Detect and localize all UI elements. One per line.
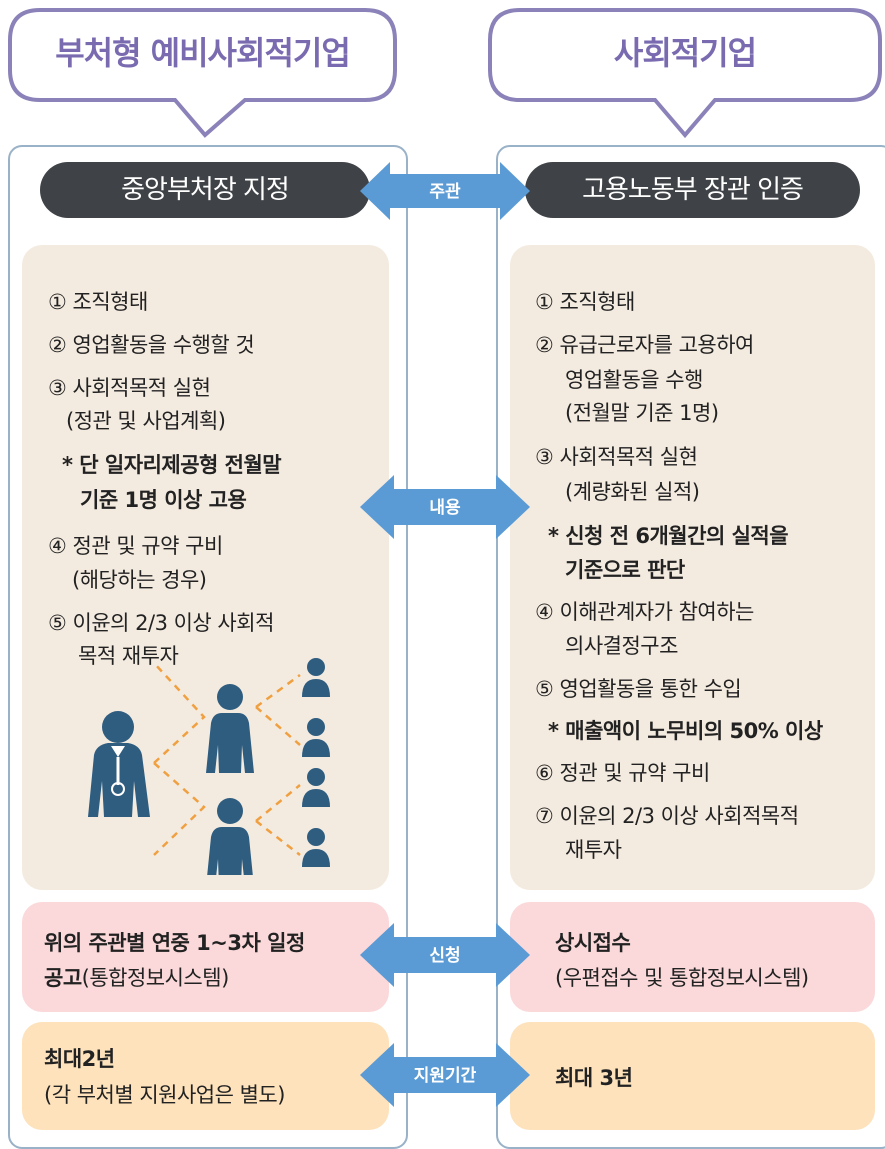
left-item-3-sub: (정관 및 사업계획) [66,409,226,433]
left-application-bold-part: 공고 [44,966,82,990]
right-item-2-sub: 영업활동을 수행 [565,368,703,392]
title-bubbles [8,8,882,139]
left-content-panel [22,245,389,890]
left-item-3-note-2: 기준 1명 이상 고용 [80,488,247,512]
right-item-3: ③ 사회적목적 실현 [535,445,698,469]
people-network-illustration [88,658,330,875]
right-content-panel [510,245,875,890]
left-period-panel [22,1022,389,1130]
left-item-3-note: * 단 일자리제공형 전월말 [62,453,282,477]
small-person-icons [302,658,330,867]
content-arrow-label: 내용 [429,498,461,518]
right-period-line1: 최대 3년 [555,1066,633,1090]
middle-person-icon-bottom [207,798,253,875]
right-item-7: ⑦ 이윤의 2/3 이상 사회적목적 [535,804,799,828]
right-application-panel [510,902,875,1012]
right-title: 사회적기업 [613,34,757,72]
left-application-panel [22,902,389,1012]
right-period-panel [510,1022,875,1130]
left-application-line1: 위의 주관별 연중 1~3차 일정 [44,931,305,955]
right-item-5: ⑤ 영업활동을 통한 수입 [535,677,742,701]
right-application-line1: 상시접수 [555,931,631,955]
right-item-1: ① 조직형태 [535,290,635,314]
dashed-connectors [153,662,301,856]
left-item-1: ① 조직형태 [48,290,148,314]
right-item-4: ④ 이해관계자가 참여하는 [535,600,754,624]
period-arrow: 지원기간 [360,1043,530,1107]
left-application-line2: 공고(통합정보시스템) [44,963,229,993]
right-item-3-sub: (계량화된 실적) [565,480,700,504]
left-item-5: ⑤ 이윤의 2/3 이상 사회적 [48,611,274,635]
left-application-rest: (통합정보시스템) [81,966,230,990]
left-item-3: ③ 사회적목적 실현 [48,376,211,400]
left-header: 중앙부처장 지정 [40,162,370,218]
left-item-4-sub: (해당하는 경우) [72,568,207,592]
left-item-4: ④ 정관 및 규약 구비 [48,534,223,558]
right-item-5-note: * 매출액이 노무비의 50% 이상 [548,719,823,743]
organizer-arrow: 주관 [360,162,530,220]
right-item-3-note: * 신청 전 6개월간의 실적을 [548,524,789,548]
main-person-icon [88,711,150,817]
right-item-3-note-2: 기준으로 판단 [565,558,685,582]
right-application-line2: (우편접수 및 통합정보시스템) [555,966,809,990]
right-title-bubble [488,8,882,139]
left-item-2: ② 영업활동을 수행할 것 [48,333,255,357]
right-item-2-sub-2: (전월말 기준 1명) [565,401,719,425]
application-arrow-label: 신청 [429,945,460,966]
organizer-arrow-label: 주관 [429,182,461,202]
application-arrow: 신청 [360,923,530,987]
left-title-bubble [8,8,397,138]
left-period-line2: (각 부처별 지원사업은 별도) [44,1083,285,1107]
left-item-5-sub: 목적 재투자 [78,644,179,668]
period-arrow-label: 지원기간 [414,1066,477,1086]
right-header: 고용노동부 장관 인증 [525,162,860,218]
right-item-4-sub: 의사결정구조 [565,634,678,658]
left-period-line1: 최대2년 [44,1047,115,1071]
right-item-6: ⑥ 정관 및 규약 구비 [535,761,710,785]
content-arrow: 내용 [360,475,530,539]
right-item-7-sub: 재투자 [565,838,622,862]
right-item-2: ② 유급근로자를 고용하여 [535,333,754,357]
middle-person-icon-top [206,684,254,773]
left-title: 부처형 예비사회적기업 [55,34,351,72]
